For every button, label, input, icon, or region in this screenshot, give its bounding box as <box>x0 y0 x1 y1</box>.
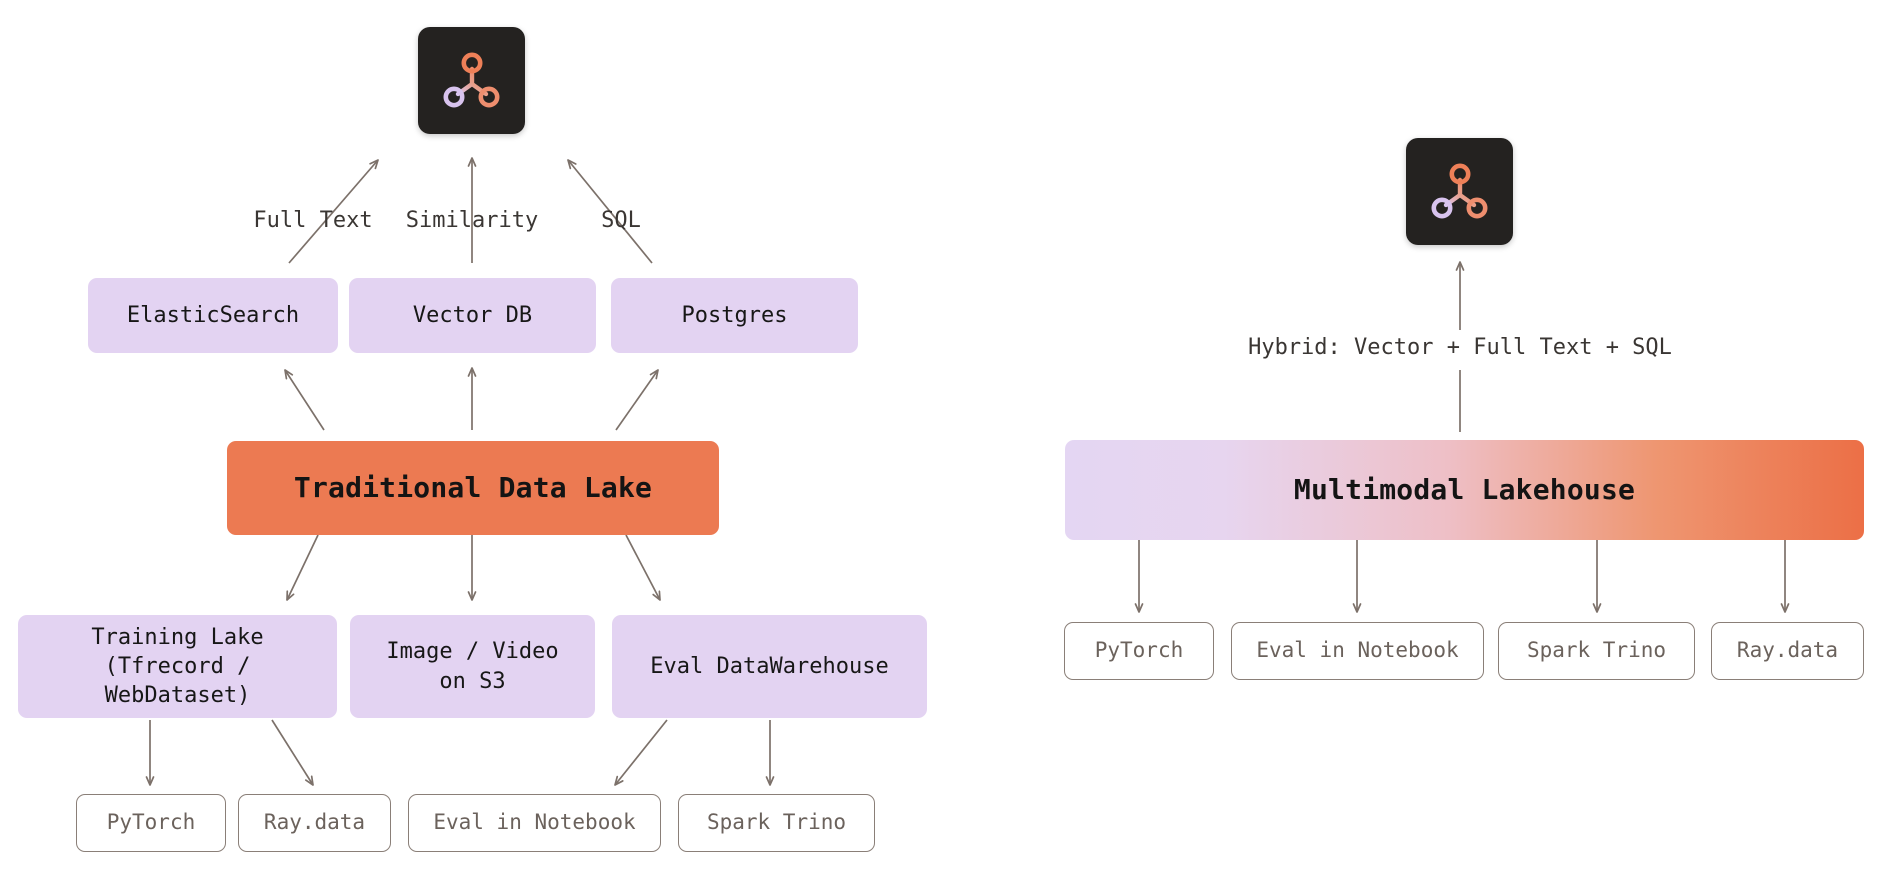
edge-training-lake-to-raydata <box>271 719 314 786</box>
store-label: Vector DB <box>412 302 533 328</box>
edge-label-similarity: Similarity <box>405 208 539 233</box>
edge-label-hybrid-query: Hybrid: Vector + Full Text + SQL <box>1248 335 1672 360</box>
sink-box-eval-datawarehouse[interactable]: Eval DataWarehouse <box>612 615 927 718</box>
tool-box-pytorch[interactable]: PyTorch <box>76 794 226 852</box>
edge-lake-to-eval-dw <box>625 534 661 601</box>
tool-label: PyTorch <box>1094 638 1184 663</box>
tool-box-ray-data-right[interactable]: Ray.data <box>1711 622 1864 680</box>
tool-label: Eval in Notebook <box>433 810 636 835</box>
store-box-vector-db[interactable]: Vector DB <box>349 278 596 353</box>
store-label: ElasticSearch <box>126 302 300 328</box>
traditional-data-lake-bar[interactable]: Traditional Data Lake <box>227 441 719 535</box>
graph-nodes-icon <box>443 52 499 107</box>
graph-nodes-icon <box>1431 163 1487 218</box>
lakehouse-label: Multimodal Lakehouse <box>1293 472 1636 506</box>
tool-box-pytorch-right[interactable]: PyTorch <box>1064 622 1214 680</box>
tool-label: PyTorch <box>106 810 196 835</box>
store-box-postgres[interactable]: Postgres <box>611 278 858 353</box>
tool-label: Ray.data <box>263 810 366 835</box>
sink-label-line2: on S3 <box>439 668 506 694</box>
store-label: Postgres <box>681 302 788 328</box>
multimodal-lakehouse-bar[interactable]: Multimodal Lakehouse <box>1065 440 1864 540</box>
edge-lake-to-training-lake <box>286 534 319 601</box>
tool-box-eval-in-notebook-right[interactable]: Eval in Notebook <box>1231 622 1484 680</box>
store-box-elasticsearch[interactable]: ElasticSearch <box>88 278 338 353</box>
tool-box-spark-trino-right[interactable]: Spark Trino <box>1498 622 1695 680</box>
edge-lake-to-elasticsearch <box>284 369 325 431</box>
sink-box-training-lake[interactable]: Training Lake (Tfrecord / WebDataset) <box>18 615 337 718</box>
sink-label-line1: Image / Video <box>386 639 559 665</box>
tool-box-ray-data[interactable]: Ray.data <box>238 794 391 852</box>
sink-label-line2: (Tfrecord / WebDataset) <box>104 653 251 709</box>
edge-label-sql: SQL <box>601 208 641 233</box>
tool-label: Eval in Notebook <box>1256 638 1459 663</box>
tool-box-spark-trino[interactable]: Spark Trino <box>678 794 875 852</box>
edge-lake-to-postgres <box>615 369 659 431</box>
sink-label-line1: Eval DataWarehouse <box>650 653 889 679</box>
tool-box-eval-in-notebook[interactable]: Eval in Notebook <box>408 794 661 852</box>
sink-box-image-video-s3[interactable]: Image / Video on S3 <box>350 615 595 718</box>
edge-label-full-text: Full Text <box>253 208 373 233</box>
edge-eval-dw-to-eval-notebook <box>614 719 668 786</box>
sink-label-line1: Training Lake <box>91 624 264 650</box>
app-logo-left <box>418 27 525 134</box>
app-logo-right <box>1406 138 1513 245</box>
tool-label: Ray.data <box>1736 638 1839 663</box>
tool-label: Spark Trino <box>706 810 847 835</box>
tool-label: Spark Trino <box>1526 638 1667 663</box>
lake-label: Traditional Data Lake <box>293 470 653 504</box>
